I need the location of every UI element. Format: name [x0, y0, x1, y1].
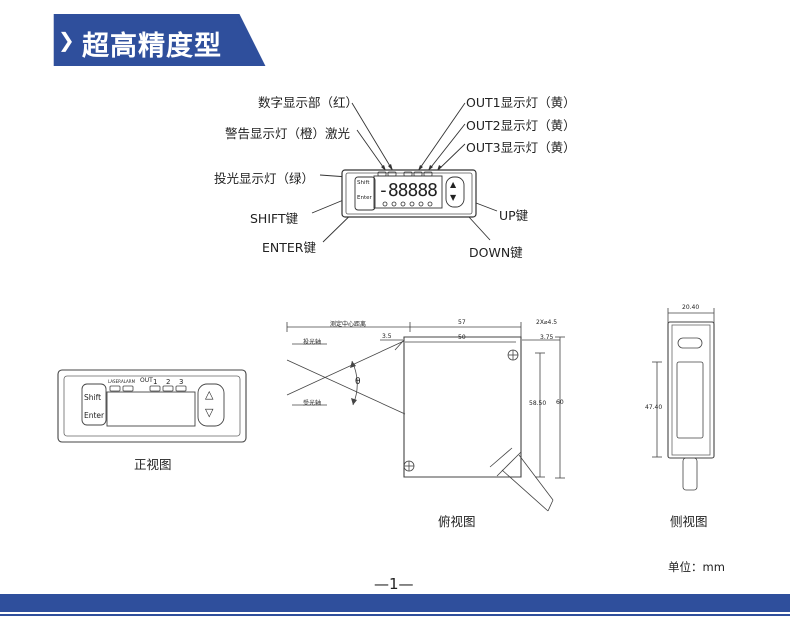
callout-digital-display: 数字显示部（红） [258, 95, 359, 110]
panel-up-arrow-icon[interactable]: ▲ [450, 180, 457, 189]
top-emit-axis-label: 投光轴 [303, 339, 322, 346]
footer-band [0, 594, 790, 612]
front-enter-label[interactable]: Enter [84, 411, 105, 420]
top-dim-3-5: 3.5 [382, 333, 392, 340]
top-dim-58-50: 58.50 [529, 400, 547, 407]
front-up-arrow-icon[interactable]: △ [205, 388, 214, 401]
top-receive-axis-label: 受光轴 [303, 400, 322, 407]
top-view-caption: 俯视图 [438, 514, 476, 529]
side-view-caption: 侧视图 [670, 514, 708, 529]
front-view-caption: 正视图 [134, 457, 172, 472]
callout-out3: OUT3显示灯（黄） [466, 140, 576, 155]
front-laser-label: LASER [108, 379, 121, 384]
front-out2-label: 2 [166, 378, 171, 386]
front-out-label: OUT [140, 377, 153, 384]
panel-shift-key-label[interactable]: Shift [357, 180, 370, 186]
callout-up-key: UP键 [499, 208, 529, 223]
panel-digital-display: -88888 [378, 180, 438, 201]
callout-out1: OUT1显示灯（黄） [466, 95, 576, 110]
top-dim-57: 57 [458, 319, 466, 326]
top-dim-60: 60 [556, 399, 564, 406]
front-shift-label[interactable]: Shift [84, 393, 102, 402]
side-dim-20-40: 20.40 [682, 304, 700, 311]
page-number: —1— [374, 575, 414, 593]
callout-down-key: DOWN键 [469, 245, 523, 260]
page-title: 超高精度型 [82, 31, 222, 62]
title-chevron-icon: ❯ [58, 28, 75, 52]
callout-shift-key: SHIFT键 [250, 211, 299, 226]
callout-warning-light: 警告显示灯（橙）激光 [225, 126, 351, 141]
front-down-arrow-icon[interactable]: ▽ [205, 406, 214, 419]
front-out3-label: 3 [179, 378, 184, 386]
unit-label: 单位：mm [668, 560, 725, 574]
top-dim-50: 50 [458, 334, 466, 341]
top-dim-distance: 测定中心距离 [330, 321, 367, 328]
front-alarm-label: ALARM [121, 379, 136, 384]
front-out1-label: 1 [153, 378, 158, 386]
side-dim-47-40: 47.40 [645, 404, 663, 411]
title-banner [53, 14, 266, 66]
callout-out2: OUT2显示灯（黄） [466, 118, 576, 133]
top-dim-hole: 2X⌀4.5 [536, 319, 558, 326]
panel-enter-key-label[interactable]: Enter [357, 195, 372, 201]
top-theta-label: θ [355, 377, 361, 387]
callout-enter-key: ENTER键 [262, 240, 316, 255]
top-dim-3-75: 3.75 [540, 334, 554, 341]
footer-line [0, 614, 790, 616]
callout-emit-light: 投光显示灯（绿） [214, 171, 315, 186]
panel-down-arrow-icon[interactable]: ▼ [450, 193, 457, 202]
